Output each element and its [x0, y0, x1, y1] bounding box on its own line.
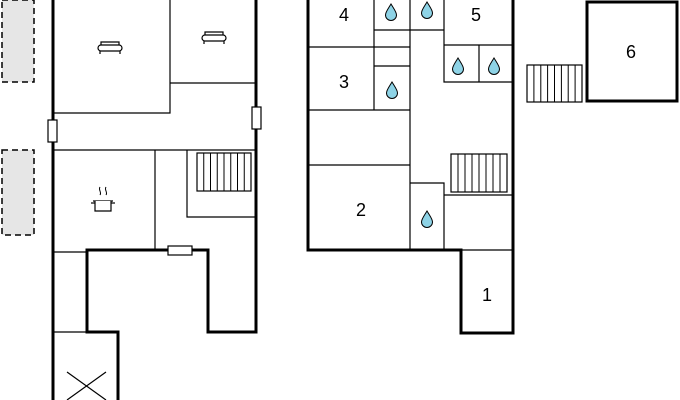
room-label-1: 1 — [482, 285, 492, 305]
room-label-6: 6 — [626, 42, 636, 62]
door-marker — [47, 119, 58, 143]
door-marker — [167, 245, 193, 256]
water-drop-icon — [385, 3, 397, 21]
cooking-pot-icon — [91, 186, 115, 212]
left-outer-wall — [51, 0, 258, 400]
room-label-2: 2 — [356, 200, 366, 220]
left-building — [1, 0, 262, 400]
right-building — [306, 0, 679, 335]
room-6-box — [585, 0, 679, 103]
room-label-5: 5 — [471, 5, 481, 25]
door-marker — [251, 106, 262, 130]
water-drop-icon — [488, 57, 500, 75]
water-drop-icon — [421, 1, 433, 19]
room-label-3: 3 — [339, 72, 349, 92]
sofa-icon — [201, 31, 227, 45]
right-outer-wall — [306, 0, 515, 335]
water-drop-icon — [452, 57, 464, 75]
water-drop-icon — [386, 81, 398, 99]
room-label-4: 4 — [339, 5, 349, 25]
right-interior-walls — [307, 0, 513, 251]
terrace-upper — [1, 0, 35, 83]
stairs-icon — [526, 64, 583, 103]
left-interior-walls — [53, 0, 256, 333]
water-drop-icon — [421, 210, 433, 228]
stairs-icon — [450, 153, 508, 193]
terrace-lower — [1, 149, 35, 236]
stairs-icon — [196, 152, 252, 192]
void-cross — [66, 371, 107, 400]
sofa-icon — [97, 41, 123, 55]
